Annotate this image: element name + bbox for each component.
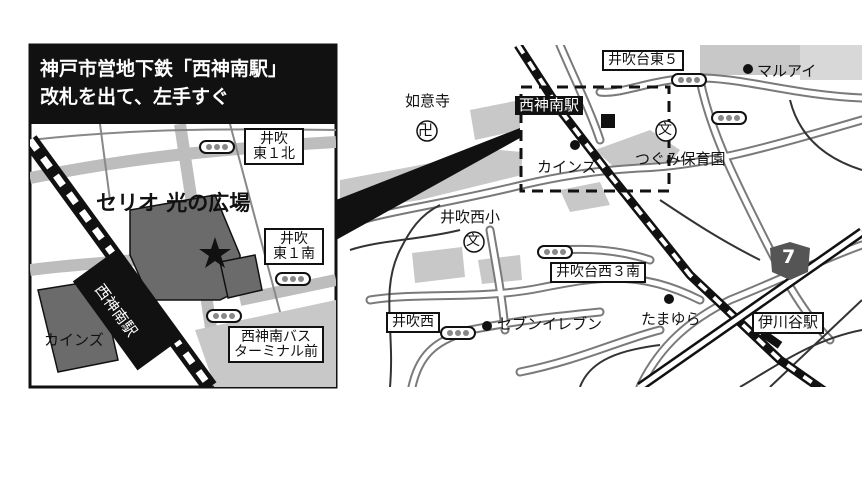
nishikamiminami-station-label: 西神南駅 [515,96,584,115]
zoom-connector [336,128,520,240]
station-square-marker [601,114,615,128]
bus-stop-1-line2: 東１北 [253,145,295,162]
temple-label: 如意寺 [405,92,451,110]
inset-bus-stop-2: 井吹 東１南 [264,228,324,266]
seven-eleven-dot [482,321,492,331]
inset-header-bg [30,45,336,124]
maruai-dot [743,64,753,74]
cainz-label: カインズ [537,158,597,176]
bus-stop-capsules [440,73,747,340]
ikawadani-platform [759,329,783,349]
venue-label: セリオ 光の広場 [96,191,251,215]
temple-icon [416,120,438,142]
nursery-label: つぐみ保育園 [635,150,726,168]
inset-header-line1: 神戸市営地下鉄「西神南駅」 [40,58,288,80]
venue-star-icon [199,237,231,268]
main-map [340,45,862,387]
bus-stop-3-line1: 西神南バス [241,329,311,345]
bus-stop-1-line1: 井吹 [260,131,288,147]
bus-stop-ibukidai-nishi3: 井吹台西３南 [550,262,646,283]
bus-stop-2-line2: 東１南 [273,245,315,262]
cainz-dot [570,140,580,150]
seven-eleven-label: セブンイレブン [497,315,603,333]
bus-stop-2-line1: 井吹 [280,231,308,247]
inset-header-line2: 改札を出て、左手すぐ [40,86,230,108]
school-icon [463,231,485,253]
ikawadani-station-label: 伊川谷駅 [752,312,825,334]
bus-stop-3-line2: ターミナル前 [234,343,318,360]
bus-stop-ibukinishi: 井吹西 [386,312,440,333]
inset-store-label: カインズ [44,331,104,349]
route-7-label: 7 [782,246,796,268]
school-symbol: 文 [466,233,480,249]
bus-stop-ibukidai-higashi5: 井吹台東５ [602,50,684,71]
route-7-shield [770,242,810,280]
maruai-label: マルアイ [757,62,817,80]
tamayura-label: たまゆら [641,310,701,328]
school-label: 井吹西小 [440,208,501,226]
tamayura-dot [664,294,674,304]
inset-bus-stop-3: 西神南バス ターミナル前 [228,326,324,364]
nursery-icon [655,120,677,142]
inset-bus-stop-1: 井吹 東１北 [244,128,304,166]
temple-symbol: 卍 [418,121,434,139]
nursery-symbol: 文 [658,122,672,138]
inset-bus-stop-capsules [199,140,311,323]
